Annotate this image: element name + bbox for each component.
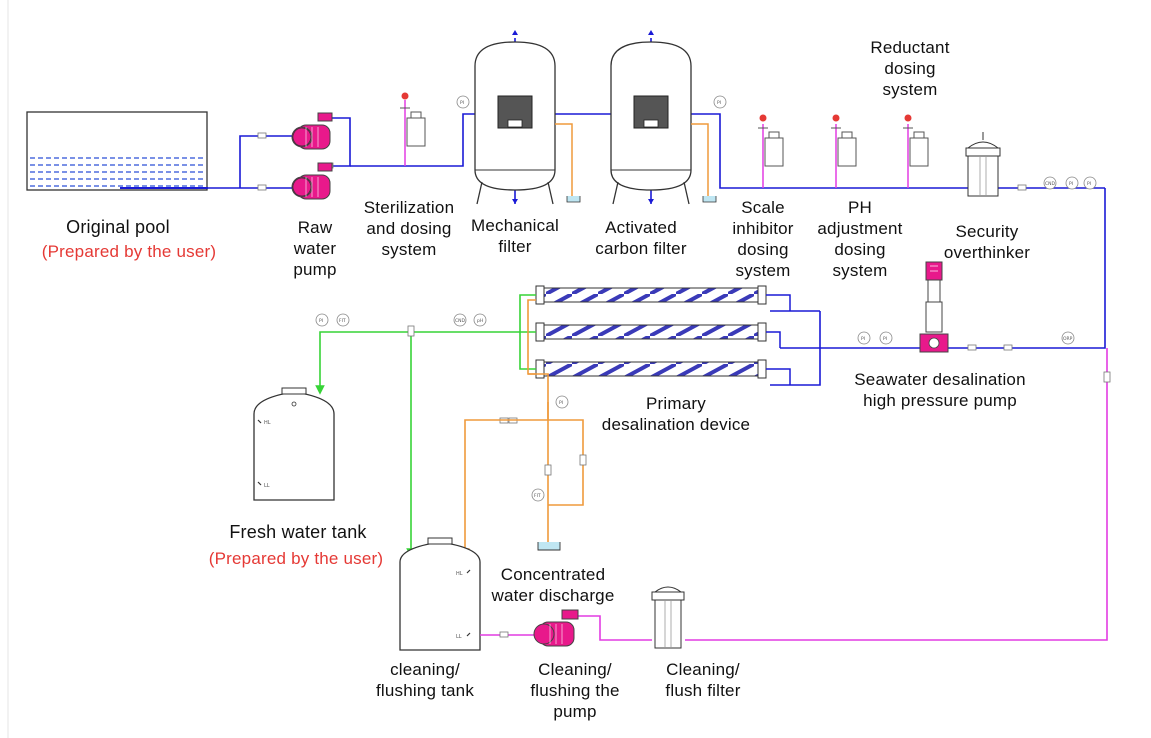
pressure-gauge-icon [713,95,727,109]
reductant-dosing-unit [903,114,929,188]
flow-transmitter-icon [531,488,545,502]
pi-tag: PI [1087,181,1091,187]
valve-icon [1003,344,1013,351]
orp-sensor-icon [1061,331,1075,345]
cnd-tag: CND [455,318,466,324]
pi-tag: PI [559,400,563,406]
pi-tag: PI [460,100,464,106]
activated-carbon-filter-vessel [610,30,717,205]
valve-icon [1017,184,1027,191]
pressure-gauge-icon [1083,176,1097,190]
cleaning-piping [480,348,1108,641]
cnd-tag: CND [1045,181,1056,187]
fit-tag: FIT [534,493,541,499]
cleaning-pump-label: Cleaning/ flushing the pump [530,660,620,721]
fresh-water-tank: HL LL [253,387,335,501]
pi-tag: PI [319,318,323,324]
ph-adjustment-dosing-unit [831,114,857,188]
orp-tag: ORP [1063,336,1073,342]
valve-icon [544,464,552,476]
pressure-gauge-icon [857,331,871,345]
valve-icon [579,454,587,466]
flow-transmitter-icon [336,313,350,327]
original-pool-label: Original pool [66,217,170,237]
cleaning-filter-label: Cleaning/ flush filter [665,660,741,700]
valve-icon [257,184,267,191]
valve-icon [257,132,267,139]
sterilization-label: Sterilization and dosing system [363,198,455,259]
raw-water-piping [208,38,1106,386]
mechanical-filter-label: Mechanical filter [471,216,559,256]
primary-desal-label: Primary desalination device [601,394,751,434]
mechanical-filter-vessel [474,30,581,205]
raw-water-pump-upper [291,112,333,150]
hp-pump-label: Seawater desalination high pressure pump [854,370,1026,410]
high-level-tag: HL [456,571,463,577]
ph-sensor-icon [473,313,487,327]
cleaning-flush-filter [651,586,685,649]
pressure-gauge-icon [555,395,569,409]
cleaning-flushing-tank: HL LL [399,537,481,651]
fresh-tank-label: Fresh water tank [229,522,367,542]
reductant-label: Reductant dosing system [870,38,950,99]
low-level-tag: LL [456,634,462,640]
ph-tag: pH [477,318,483,324]
sterilization-dosing-unit [400,92,426,166]
alarm-light-icon [759,114,767,122]
concentrated-label: Concentrated water discharge [491,565,615,605]
membrane-module-2 [535,322,767,342]
fresh-tank-note: (Prepared by the user) [208,549,384,568]
valve-icon [967,344,977,351]
cleaning-flushing-pump [533,609,579,647]
security-label: Security overthinker [943,222,1031,262]
pi-tag: PI [1069,181,1073,187]
scale-inhibitor-dosing-unit [758,114,784,188]
conductivity-sensor-icon [453,313,467,327]
high-pressure-pump [919,261,949,353]
concentrate-piping [460,299,584,558]
raw-water-pump-lower [291,162,333,200]
alarm-light-icon [401,92,409,100]
pressure-gauge-icon [315,313,329,327]
pi-tag: PI [883,336,887,342]
original-pool [26,111,208,191]
ph-adjustment-label: PH adjustment dosing system [817,198,903,280]
pressure-gauge-icon [1065,176,1079,190]
raw-water-pump-label: Raw water pump [293,218,337,279]
alarm-light-icon [904,114,912,122]
fit-tag: FIT [339,318,346,324]
valve-icon [1103,371,1111,383]
pressure-gauge-icon [456,95,470,109]
alarm-light-icon [832,114,840,122]
high-level-tag: HL [264,420,271,426]
product-water-piping [315,294,536,558]
security-filter [965,132,1001,197]
pressure-gauge-icon [879,331,893,345]
valve-icon [407,325,415,337]
activated-carbon-label: Activated carbon filter [595,218,687,258]
original-pool-note: (Prepared by the user) [41,242,217,261]
pi-tag: PI [717,100,721,106]
conductivity-sensor-icon [1043,176,1057,190]
membrane-module-3 [535,359,767,379]
cleaning-tank-label: cleaning/ flushing tank [375,660,475,700]
scale-inhibitor-label: Scale inhibitor dosing system [732,198,794,280]
valve-icon [499,631,509,638]
pi-tag: PI [861,336,865,342]
membrane-module-1 [535,285,767,305]
discharge-basin [537,542,561,551]
low-level-tag: LL [264,483,270,489]
